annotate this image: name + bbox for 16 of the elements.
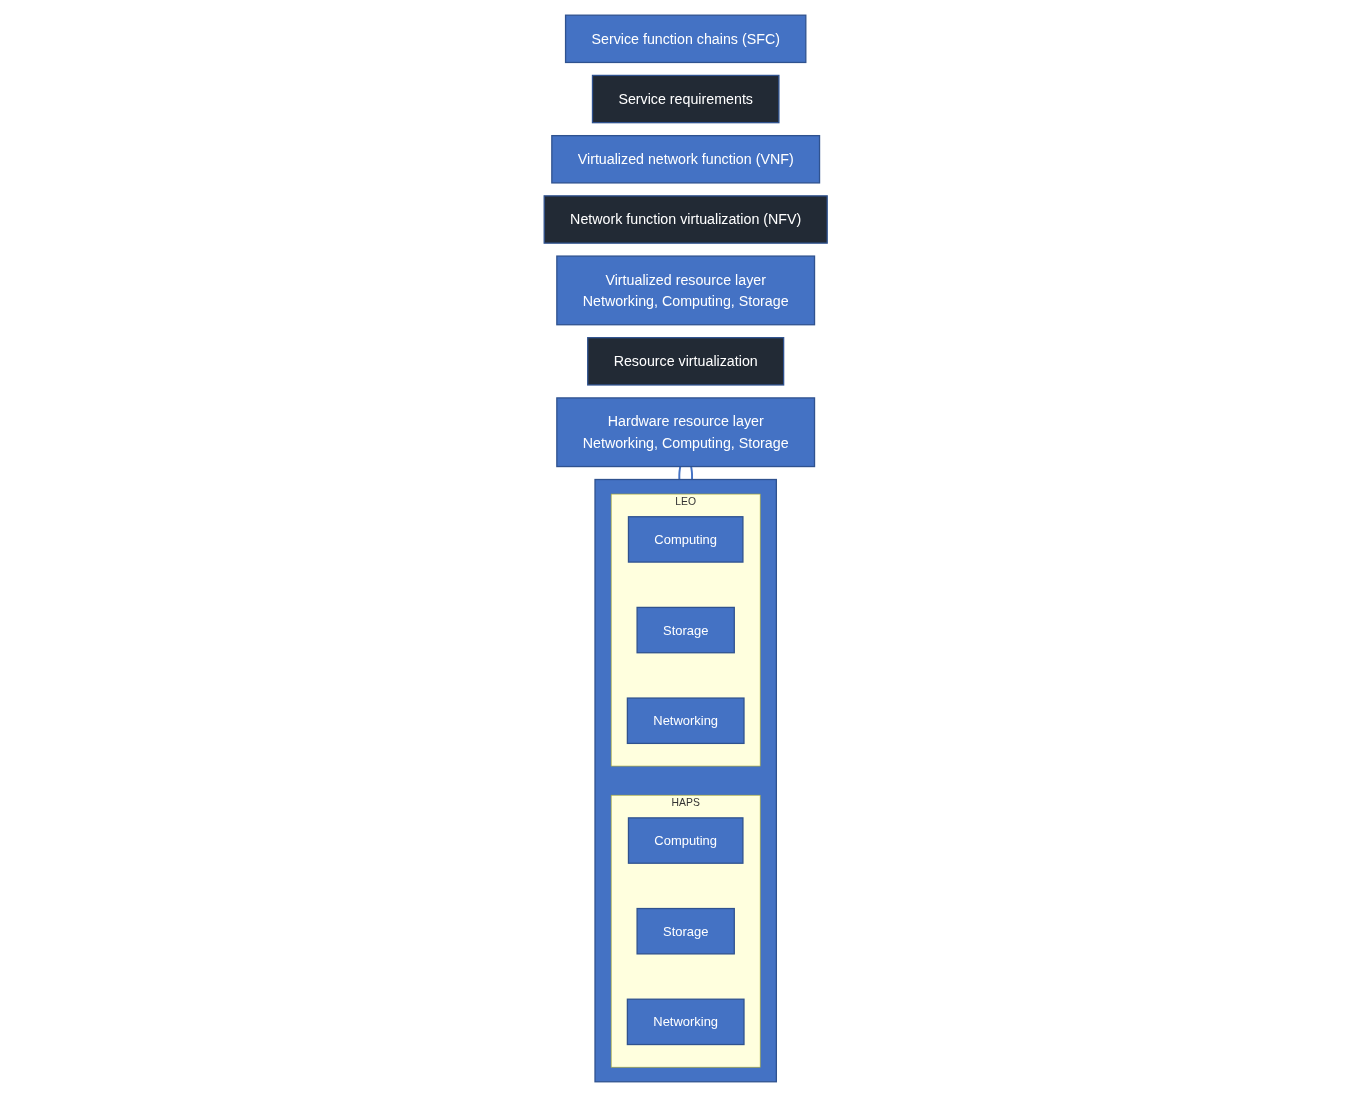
node-box: Computing bbox=[628, 516, 744, 563]
node-box: Networking bbox=[627, 697, 745, 745]
node-box: Storage bbox=[636, 606, 736, 654]
node-box: Service requirements bbox=[592, 74, 780, 124]
node-box: Network function virtualization (NFV) bbox=[543, 195, 829, 244]
node-box: Resource virtualization bbox=[587, 337, 785, 386]
node-box: Virtualized resource layer Networking, Computing, Storage bbox=[556, 255, 816, 326]
node-box: Hardware resource layer Networking, Computing, Storage bbox=[556, 397, 816, 468]
node-box: Networking bbox=[627, 998, 745, 1046]
node-box: Virtualized network function (VNF) bbox=[551, 135, 821, 184]
connector bbox=[690, 465, 694, 481]
node-box: Service function chains (SFC) bbox=[565, 14, 807, 64]
cluster bbox=[594, 478, 778, 1083]
connector bbox=[678, 465, 682, 481]
node-box: Storage bbox=[636, 907, 736, 955]
node-box: Computing bbox=[628, 817, 744, 864]
